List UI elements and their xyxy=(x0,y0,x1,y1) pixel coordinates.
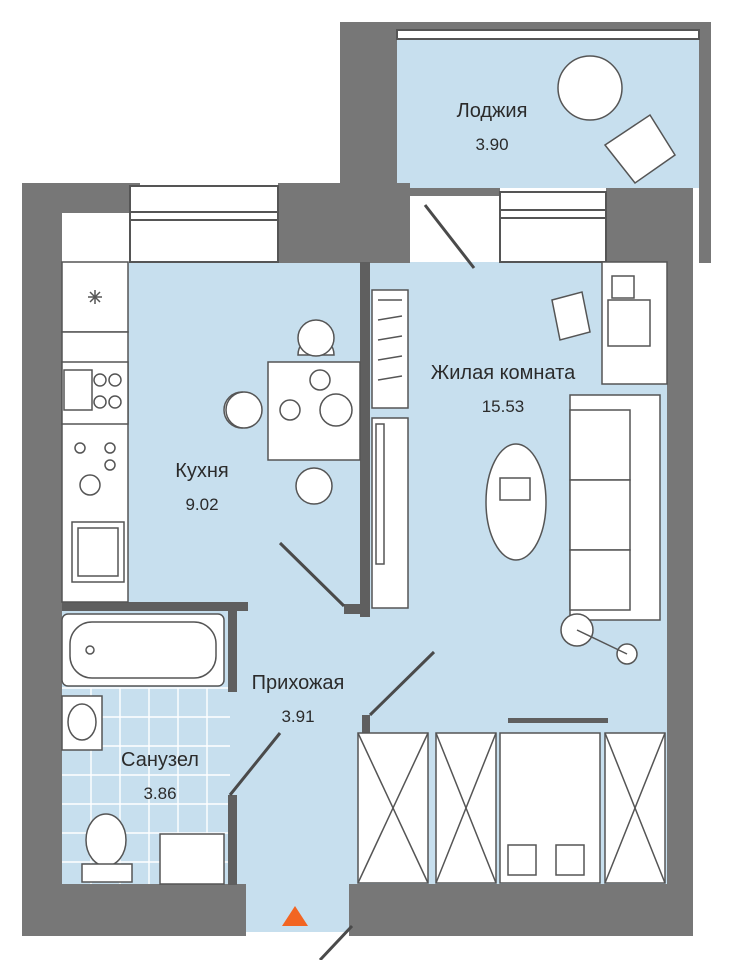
toilet xyxy=(85,813,127,867)
room-area: 3.91 xyxy=(281,707,315,726)
room-name: Кухня xyxy=(175,460,229,482)
tap-icon xyxy=(74,442,86,454)
window-loggia xyxy=(396,29,700,40)
bookshelf xyxy=(371,289,409,409)
living-furniture xyxy=(371,261,668,665)
wall-right-upper xyxy=(606,188,693,262)
wall-kitchen-living xyxy=(360,262,370,617)
wall-bottom-right xyxy=(349,884,693,936)
wall-left xyxy=(22,183,62,935)
window-kitchen xyxy=(129,185,279,263)
door-loggia xyxy=(423,204,476,269)
armchair xyxy=(603,113,677,185)
wall-bathroom-right2 xyxy=(228,795,237,885)
office-chair xyxy=(551,291,591,341)
snowflake-icon xyxy=(88,290,102,304)
doors xyxy=(228,204,476,960)
room-area: 9.02 xyxy=(185,495,219,514)
hallway-floor xyxy=(230,604,365,884)
wall-mid-upper2 xyxy=(410,188,500,196)
room-name: Жилая комната xyxy=(430,362,576,384)
windows xyxy=(129,29,700,263)
room-area: 3.90 xyxy=(475,135,509,154)
wardrobes xyxy=(357,732,666,884)
wall-bathroom-top xyxy=(62,602,248,611)
room-label-hallway: Прихожая 3.91 xyxy=(232,672,364,727)
wall-bottom-left xyxy=(22,884,246,936)
wall-closet-top xyxy=(508,718,608,723)
door-kitchen xyxy=(278,541,346,608)
door-bathroom xyxy=(228,732,282,796)
room-label-living: Жилая комната 15.53 xyxy=(398,362,608,417)
kitchen-sink xyxy=(71,521,125,583)
wall-right xyxy=(667,262,693,936)
plate xyxy=(309,369,331,391)
door-entrance xyxy=(318,924,354,960)
room-area: 15.53 xyxy=(481,397,525,416)
room-label-kitchen: Кухня 9.02 xyxy=(152,460,252,515)
bathroom-furniture xyxy=(61,613,225,885)
room-name: Санузел xyxy=(121,749,199,771)
stove xyxy=(61,361,129,425)
room-label-bathroom: Санузел 3.86 xyxy=(100,749,220,804)
wall-mid-upper xyxy=(278,183,410,263)
triangle-up-icon xyxy=(282,906,308,926)
room-label-loggia: Лоджия 3.90 xyxy=(442,100,542,155)
washing-machine xyxy=(159,833,225,885)
kitchen-furniture xyxy=(61,261,361,603)
wall-loggia-left xyxy=(340,22,397,200)
loggia-furniture xyxy=(557,55,677,185)
wall-bathroom-right xyxy=(228,602,237,692)
room-area: 3.86 xyxy=(143,784,177,803)
coffee-table xyxy=(485,443,547,561)
wall-loggia-right xyxy=(699,30,711,263)
room-name: Лоджия xyxy=(456,100,528,122)
loggia-table xyxy=(557,55,623,121)
door-living xyxy=(368,650,436,717)
room-name: Прихожая xyxy=(251,672,345,694)
window-living xyxy=(499,191,607,263)
wall-kitchen-bottom xyxy=(344,604,368,614)
